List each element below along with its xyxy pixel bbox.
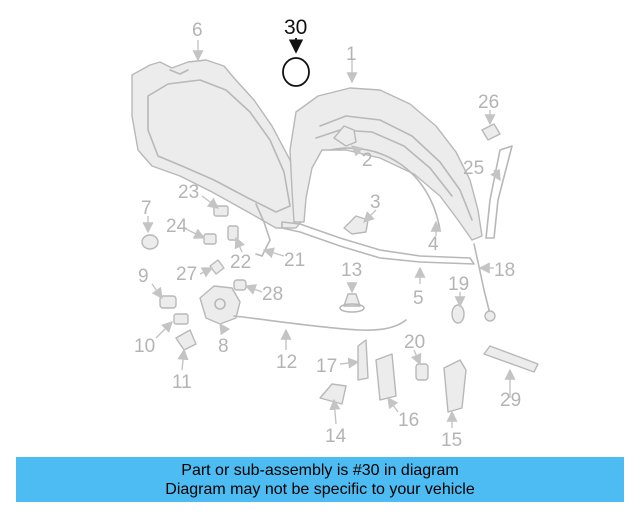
part-10-bolt	[173, 313, 189, 325]
callout-14: 14	[325, 426, 347, 447]
part-22-bolt	[227, 225, 239, 241]
part-13-stop	[339, 293, 365, 313]
callout-2: 2	[362, 150, 373, 171]
callout-15: 15	[441, 430, 462, 451]
callout-1: 1	[346, 44, 357, 65]
callout-24: 24	[166, 216, 188, 237]
callout-19: 19	[448, 274, 469, 295]
callout-21: 21	[284, 250, 305, 271]
leader-lines	[142, 40, 516, 428]
callout-8: 8	[218, 336, 229, 357]
callout-4: 4	[428, 234, 439, 255]
callout-20: 20	[404, 332, 425, 353]
callout-6: 6	[192, 20, 203, 41]
part-8-latch	[199, 285, 241, 325]
part-5-weatherstrip	[281, 221, 475, 265]
part-20-bumper	[415, 363, 429, 381]
part-1-hood	[289, 87, 483, 241]
part-12-cable	[233, 315, 407, 331]
callout-3: 3	[370, 192, 381, 213]
part-7-grommet	[141, 234, 159, 250]
part-26-ball-stud	[481, 123, 501, 141]
part-11-striker	[175, 329, 197, 351]
callout-5: 5	[413, 288, 424, 309]
callout-23: 23	[178, 182, 199, 203]
part-25-strut	[485, 145, 513, 239]
callout-12: 12	[276, 352, 297, 373]
part-30-oring	[282, 38, 310, 87]
callout-18: 18	[494, 260, 515, 281]
part-29-strip	[483, 345, 539, 373]
callout-16: 16	[398, 410, 419, 431]
callout-26: 26	[478, 92, 499, 113]
part-16-bracket	[375, 353, 397, 401]
callout-27: 27	[176, 264, 197, 285]
callout-10: 10	[134, 336, 155, 357]
callout-30: 30	[284, 16, 307, 39]
part-24-nut	[203, 233, 217, 245]
callout-22: 22	[230, 252, 251, 273]
part-21-rod	[255, 203, 271, 257]
part-27-clip	[209, 259, 225, 275]
part-19-grommet	[451, 304, 465, 324]
callout-9: 9	[138, 266, 149, 287]
part-17-bracket	[357, 339, 369, 381]
part-2-bumper	[333, 125, 357, 147]
callout-28: 28	[262, 284, 283, 305]
part-14-cover	[319, 383, 347, 405]
banner-line-disclaimer: Diagram may not be specific to your vehi…	[165, 481, 475, 498]
callout-25: 25	[463, 158, 484, 179]
parts-diagram: 1 2 3 4 5 6 7 8 9 10 11 12 13 14 15 16 1…	[131, 16, 539, 451]
part-4-seal	[329, 147, 441, 231]
callout-17: 17	[316, 356, 337, 377]
callout-7: 7	[141, 198, 152, 219]
callout-11: 11	[172, 372, 192, 393]
info-banner: Part or sub-assembly is #30 in diagram D…	[16, 457, 624, 502]
part-9-bolt	[159, 295, 177, 309]
part-18-prop-rod	[473, 243, 496, 322]
callout-13: 13	[341, 260, 362, 281]
banner-line-part: Part or sub-assembly is #30 in diagram	[181, 462, 459, 479]
part-28-clip	[233, 279, 247, 291]
part-6-insulator	[131, 59, 305, 229]
part-3-bracket	[343, 215, 369, 235]
part-23-bolt	[213, 205, 229, 217]
callout-29: 29	[500, 390, 521, 411]
part-15-bracket	[443, 359, 467, 413]
